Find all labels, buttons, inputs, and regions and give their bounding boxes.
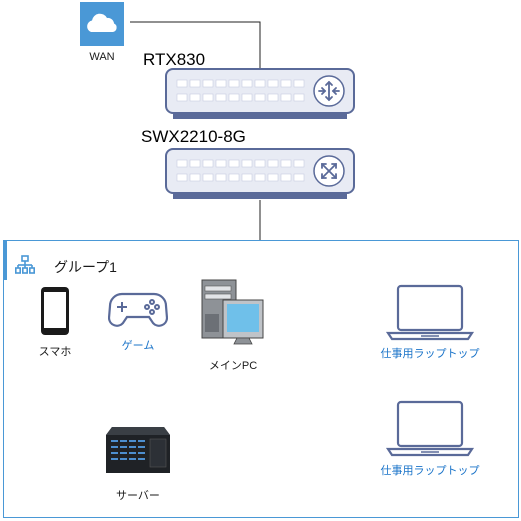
smartphone-node[interactable]: [40, 286, 70, 336]
group-title: グループ1: [54, 259, 117, 275]
desktop-pc-icon: [201, 279, 264, 345]
main-pc-node[interactable]: [199, 276, 267, 348]
switch-device[interactable]: [165, 148, 355, 200]
group-accent-bar: [3, 240, 7, 280]
wan-label: WAN: [89, 51, 115, 63]
router-device[interactable]: [165, 68, 355, 120]
laptop-icon: [385, 284, 475, 341]
switch-name: SWX2210-8G: [141, 127, 246, 146]
wan-node[interactable]: [80, 2, 124, 46]
smartphone-label: スマホ: [38, 346, 72, 358]
main-pc-label: メインPC: [208, 360, 258, 372]
laptop-icon: [385, 400, 475, 457]
wan-to-router-line: [130, 21, 261, 70]
group-container[interactable]: [3, 240, 519, 518]
router-name: RTX830: [143, 50, 206, 69]
gamepad-icon: [107, 292, 169, 327]
server-icon: [106, 427, 170, 473]
game-node[interactable]: [107, 290, 169, 330]
laptop-1-node[interactable]: [385, 283, 475, 343]
laptop-1-label: 仕事用ラップトップ: [380, 348, 480, 360]
router-icon: [165, 68, 355, 119]
smartphone-icon: [41, 287, 69, 335]
game-label: ゲーム: [121, 340, 155, 352]
laptop-2-label: 仕事用ラップトップ: [380, 465, 480, 477]
cloud-icon: [80, 2, 124, 46]
laptop-2-node[interactable]: [385, 399, 475, 459]
switch-icon: [165, 148, 355, 199]
network-group-icon: [15, 255, 36, 275]
server-label: サーバー: [116, 490, 160, 502]
server-node[interactable]: [104, 423, 172, 477]
